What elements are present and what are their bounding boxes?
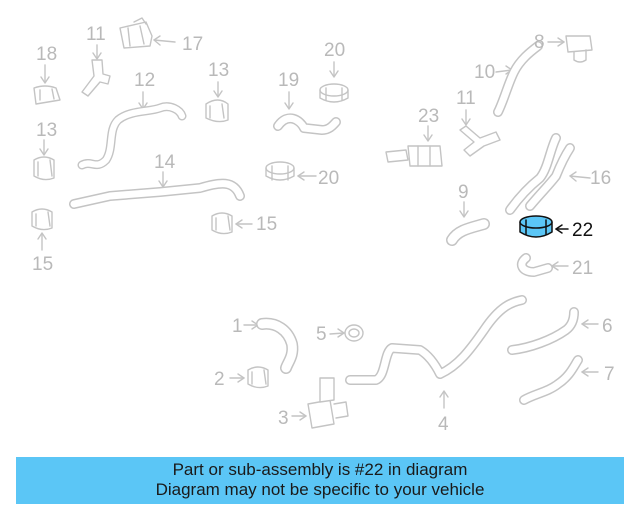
callout-20-mid: 20 xyxy=(318,168,339,189)
part-23-connector[interactable] xyxy=(385,125,443,167)
part-19-hose[interactable] xyxy=(273,91,341,135)
part-7-hose[interactable] xyxy=(519,355,599,405)
part-18-clamp[interactable] xyxy=(33,64,61,105)
callout-2: 2 xyxy=(214,369,225,390)
callout-15-right: 15 xyxy=(256,214,277,235)
callout-19: 19 xyxy=(278,70,299,91)
part-22-clamp-highlighted[interactable] xyxy=(519,215,569,238)
part-11-tee-top[interactable] xyxy=(81,44,111,97)
part-8-valve[interactable] xyxy=(547,35,593,63)
part-12-hose[interactable] xyxy=(77,91,187,170)
callout-5: 5 xyxy=(316,324,327,345)
part-6-hose[interactable] xyxy=(507,307,599,355)
part-13-clamp-top[interactable] xyxy=(205,81,229,123)
callout-10: 10 xyxy=(474,62,495,83)
part-5-oring[interactable] xyxy=(329,324,364,342)
callout-8: 8 xyxy=(534,32,545,53)
banner-line-part: Part or sub-assembly is #22 in diagram xyxy=(172,460,468,479)
callout-1: 1 xyxy=(232,316,243,337)
callout-14: 14 xyxy=(154,152,176,173)
callout-11-top: 11 xyxy=(86,24,106,45)
part-1-hose[interactable] xyxy=(243,317,299,374)
callout-17: 17 xyxy=(182,34,203,55)
part-2-clamp[interactable] xyxy=(229,366,269,389)
callout-22: 22 xyxy=(572,220,593,241)
callout-9: 9 xyxy=(458,182,469,203)
callout-11-right: 11 xyxy=(456,88,476,109)
callout-15-left: 15 xyxy=(32,254,53,275)
callout-18: 18 xyxy=(36,44,57,65)
part-20-clamp-mid[interactable] xyxy=(265,161,317,181)
part-16-hose[interactable] xyxy=(505,133,591,215)
callout-21: 21 xyxy=(572,258,593,279)
callout-20-top: 20 xyxy=(324,40,345,61)
part-10-hose[interactable] xyxy=(493,41,543,117)
callout-4: 4 xyxy=(438,414,449,435)
banner-line-disclaimer: Diagram may not be specific to your vehi… xyxy=(155,480,485,499)
callout-6: 6 xyxy=(602,316,613,337)
callout-13-left: 13 xyxy=(36,120,57,141)
part-4-pipe-assembly[interactable] xyxy=(345,295,527,409)
callout-16: 16 xyxy=(590,168,611,189)
callout-7: 7 xyxy=(604,364,615,385)
part-15-clamp-right[interactable] xyxy=(211,212,253,235)
parts-diagram: 18 11 17 12 13 20 19 8 10 13 14 23 11 16… xyxy=(31,17,615,435)
callout-12: 12 xyxy=(134,70,155,91)
part-9-hose[interactable] xyxy=(446,201,490,246)
callout-23: 23 xyxy=(418,106,439,127)
callout-13-top: 13 xyxy=(208,60,229,81)
part-15-clamp-left[interactable] xyxy=(31,208,53,251)
part-13-clamp-left[interactable] xyxy=(33,139,55,181)
part-14-hose[interactable] xyxy=(69,171,245,209)
part-20-clamp-top[interactable] xyxy=(319,61,349,103)
callout-3: 3 xyxy=(278,408,289,429)
part-21-hose[interactable] xyxy=(516,253,569,277)
part-17-valve[interactable] xyxy=(119,17,176,49)
part-11-tee-right[interactable] xyxy=(459,109,501,157)
part-3-valve[interactable] xyxy=(291,377,349,429)
info-banner: Part or sub-assembly is #22 in diagram D… xyxy=(16,457,624,504)
